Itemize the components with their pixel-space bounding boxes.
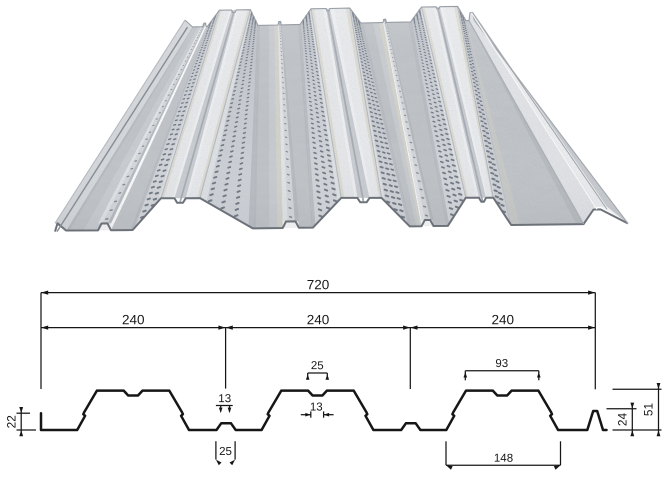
- svg-text:25: 25: [219, 446, 232, 458]
- svg-text:13: 13: [310, 401, 323, 413]
- svg-text:148: 148: [494, 453, 513, 465]
- svg-text:22: 22: [5, 415, 19, 428]
- svg-text:240: 240: [492, 312, 515, 327]
- svg-text:13: 13: [218, 393, 231, 405]
- svg-text:240: 240: [122, 312, 145, 327]
- svg-text:93: 93: [495, 358, 508, 370]
- svg-text:24: 24: [616, 413, 630, 427]
- svg-text:25: 25: [311, 360, 324, 372]
- svg-text:51: 51: [642, 403, 656, 416]
- svg-text:720: 720: [307, 277, 330, 292]
- svg-text:240: 240: [307, 312, 330, 327]
